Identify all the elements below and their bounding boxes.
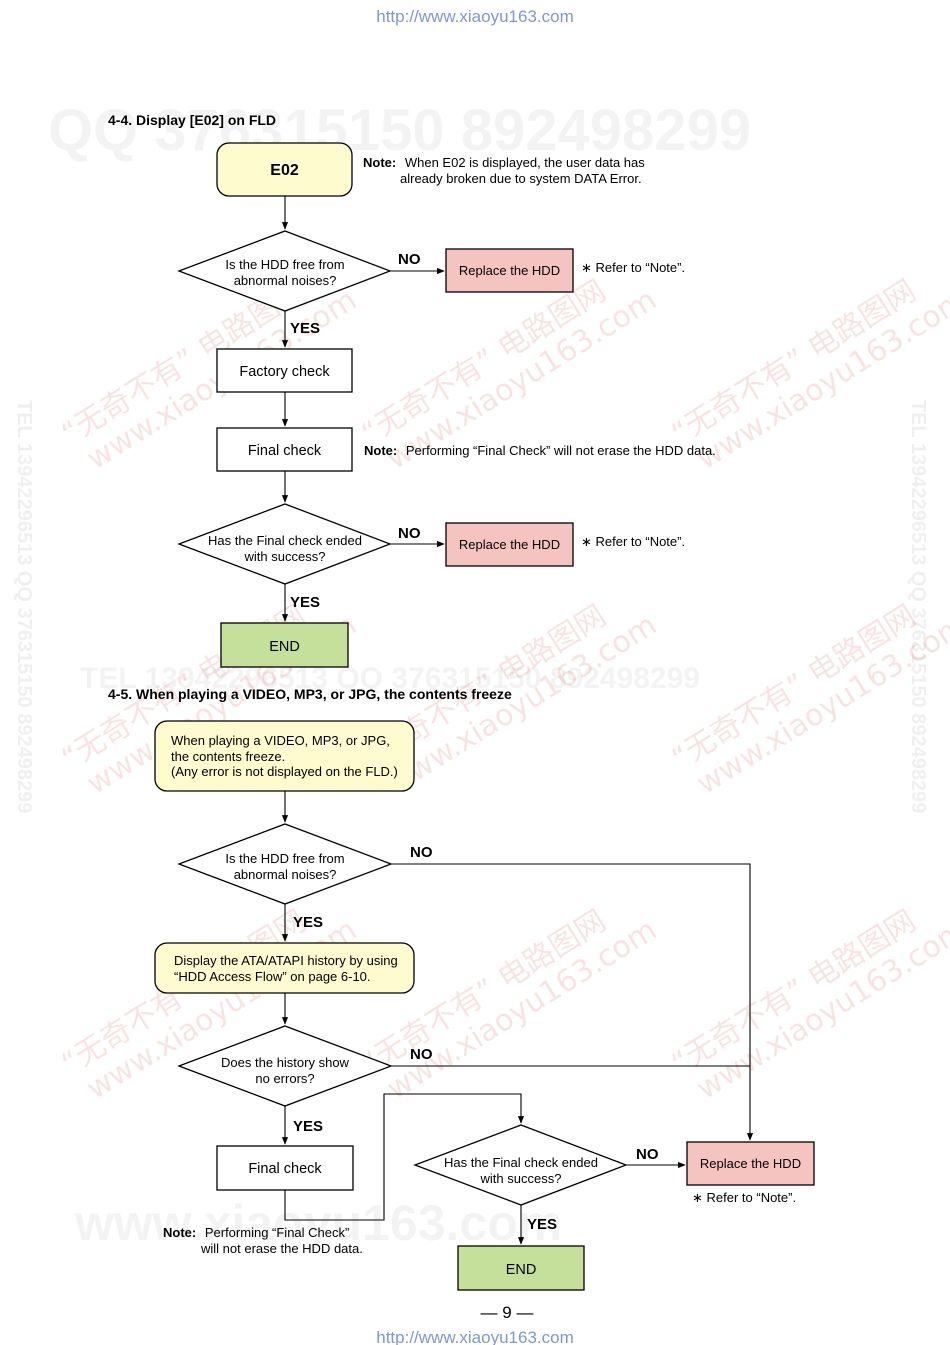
refer-note-44-1: ∗ Refer to “Note”. xyxy=(581,260,685,275)
label-yes-44-q2: YES xyxy=(290,594,320,611)
connector-q1-45-no xyxy=(391,863,754,1141)
decision-history-45-line2: no errors? xyxy=(255,1071,314,1086)
note-e02-line1: When E02 is displayed, the user data has xyxy=(405,155,645,170)
decision-final-success-44-line1: Has the Final check ended xyxy=(208,533,362,548)
decision-final-success-44-line2: with success? xyxy=(244,549,326,564)
label-yes-44-q1: YES xyxy=(290,320,320,337)
replace-hdd-box-44-1 xyxy=(445,248,574,293)
end-label-45: END xyxy=(506,1262,537,1278)
refer-note-45: ∗ Refer to “Note”. xyxy=(692,1190,796,1205)
factory-check-box xyxy=(216,348,353,393)
note-e02-line2: already broken due to system DATA Error. xyxy=(400,171,642,186)
watermark-side-left: TEL 13942296513 QQ 376315150 892498299 xyxy=(13,400,35,813)
display-history-line2: “HDD Access Flow” on page 6-10. xyxy=(174,969,371,984)
connector-final-45-to-q3 xyxy=(284,1093,525,1221)
label-yes-45-q3: YES xyxy=(527,1216,557,1233)
note-final-check-45: Note: Performing “Final Check” xyxy=(163,1225,349,1240)
start-freeze-line3: (Any error is not displayed on the FLD.) xyxy=(171,764,398,779)
end-label-44: END xyxy=(269,639,300,655)
page-number: — 9 — xyxy=(481,1303,534,1322)
display-history-box xyxy=(154,942,415,994)
start-e02-label: E02 xyxy=(270,162,299,179)
decision-final-success-45-line1: Has the Final check ended xyxy=(444,1155,598,1170)
label-no-45-q2: NO xyxy=(410,1046,433,1063)
factory-check-label: Factory check xyxy=(239,364,330,380)
decision-final-success-45-line2: with success? xyxy=(480,1171,562,1186)
watermark-cn-url-9: www.xiaoyu163.com xyxy=(691,912,950,1106)
decision-hdd-noise-44-line2: abnormal noises? xyxy=(234,273,337,288)
start-freeze-line1: When playing a VIDEO, MP3, or JPG, xyxy=(171,733,390,748)
note-final-45-line2: will not erase the HDD data. xyxy=(200,1241,363,1256)
note-final-45-line1: Performing “Final Check” xyxy=(205,1225,350,1240)
replace-hdd-label-44-1: Replace the HDD xyxy=(459,263,560,278)
note-final-45-label: Note: xyxy=(163,1225,196,1240)
label-yes-45-q2: YES xyxy=(293,1118,323,1135)
replace-hdd-label-44-2: Replace the HDD xyxy=(459,537,560,552)
note-e02: Note: When E02 is displayed, the user da… xyxy=(363,155,645,170)
start-freeze-line2: the contents freeze. xyxy=(171,749,285,764)
replace-hdd-box-45 xyxy=(686,1141,815,1186)
decision-hdd-noise-45-line2: abnormal noises? xyxy=(234,867,337,882)
watermark-side-right: TEL 13942296513 QQ 376315150 892498299 xyxy=(907,400,929,813)
label-no-44-q1: NO xyxy=(398,251,421,268)
replace-hdd-label-45: Replace the HDD xyxy=(700,1156,801,1171)
refer-note-44-2: ∗ Refer to “Note”. xyxy=(581,534,685,549)
watermark-qq: QQ 376315150 892498299 xyxy=(48,98,751,163)
decision-history-45-line1: Does the history show xyxy=(221,1055,350,1070)
decision-hdd-noise-44-line1: Is the HDD free from xyxy=(225,257,344,272)
note-e02-label: Note: xyxy=(363,155,396,170)
final-check-label-44: Final check xyxy=(248,443,322,459)
final-check-box-45 xyxy=(216,1145,354,1191)
header-url[interactable]: http://www.xiaoyu163.com xyxy=(376,7,573,26)
decision-hdd-noise-45-line1: Is the HDD free from xyxy=(225,851,344,866)
note-final-44-label: Note: xyxy=(364,443,397,458)
label-no-45-q1: NO xyxy=(410,844,433,861)
section-4-4-heading: 4-4. Display [E02] on FLD xyxy=(108,112,276,128)
final-check-box-44 xyxy=(216,427,353,472)
replace-hdd-box-44-2 xyxy=(445,522,574,567)
watermark-tel: TEL 13942296513 QQ 376315150 892498299 xyxy=(80,662,700,695)
note-final-44-text: Performing “Final Check” will not erase … xyxy=(406,443,716,458)
end-box-44 xyxy=(220,622,349,668)
section-4-5-heading: 4-5. When playing a VIDEO, MP3, or JPG, … xyxy=(108,686,512,702)
footer-url[interactable]: http://www.xiaoyu163.com xyxy=(376,1328,573,1345)
end-box-45 xyxy=(457,1245,585,1291)
label-yes-45-q1: YES xyxy=(293,914,323,931)
note-final-check-44: Note: Performing “Final Check” will not … xyxy=(364,443,716,458)
label-no-44-q2: NO xyxy=(398,525,421,542)
label-no-45-q3: NO xyxy=(636,1146,659,1163)
watermark-bottom-url: www.xiaoyu163.com xyxy=(74,1195,562,1251)
display-history-line1: Display the ATA/ATAPI history by using xyxy=(174,953,398,968)
final-check-label-45: Final check xyxy=(248,1161,322,1177)
